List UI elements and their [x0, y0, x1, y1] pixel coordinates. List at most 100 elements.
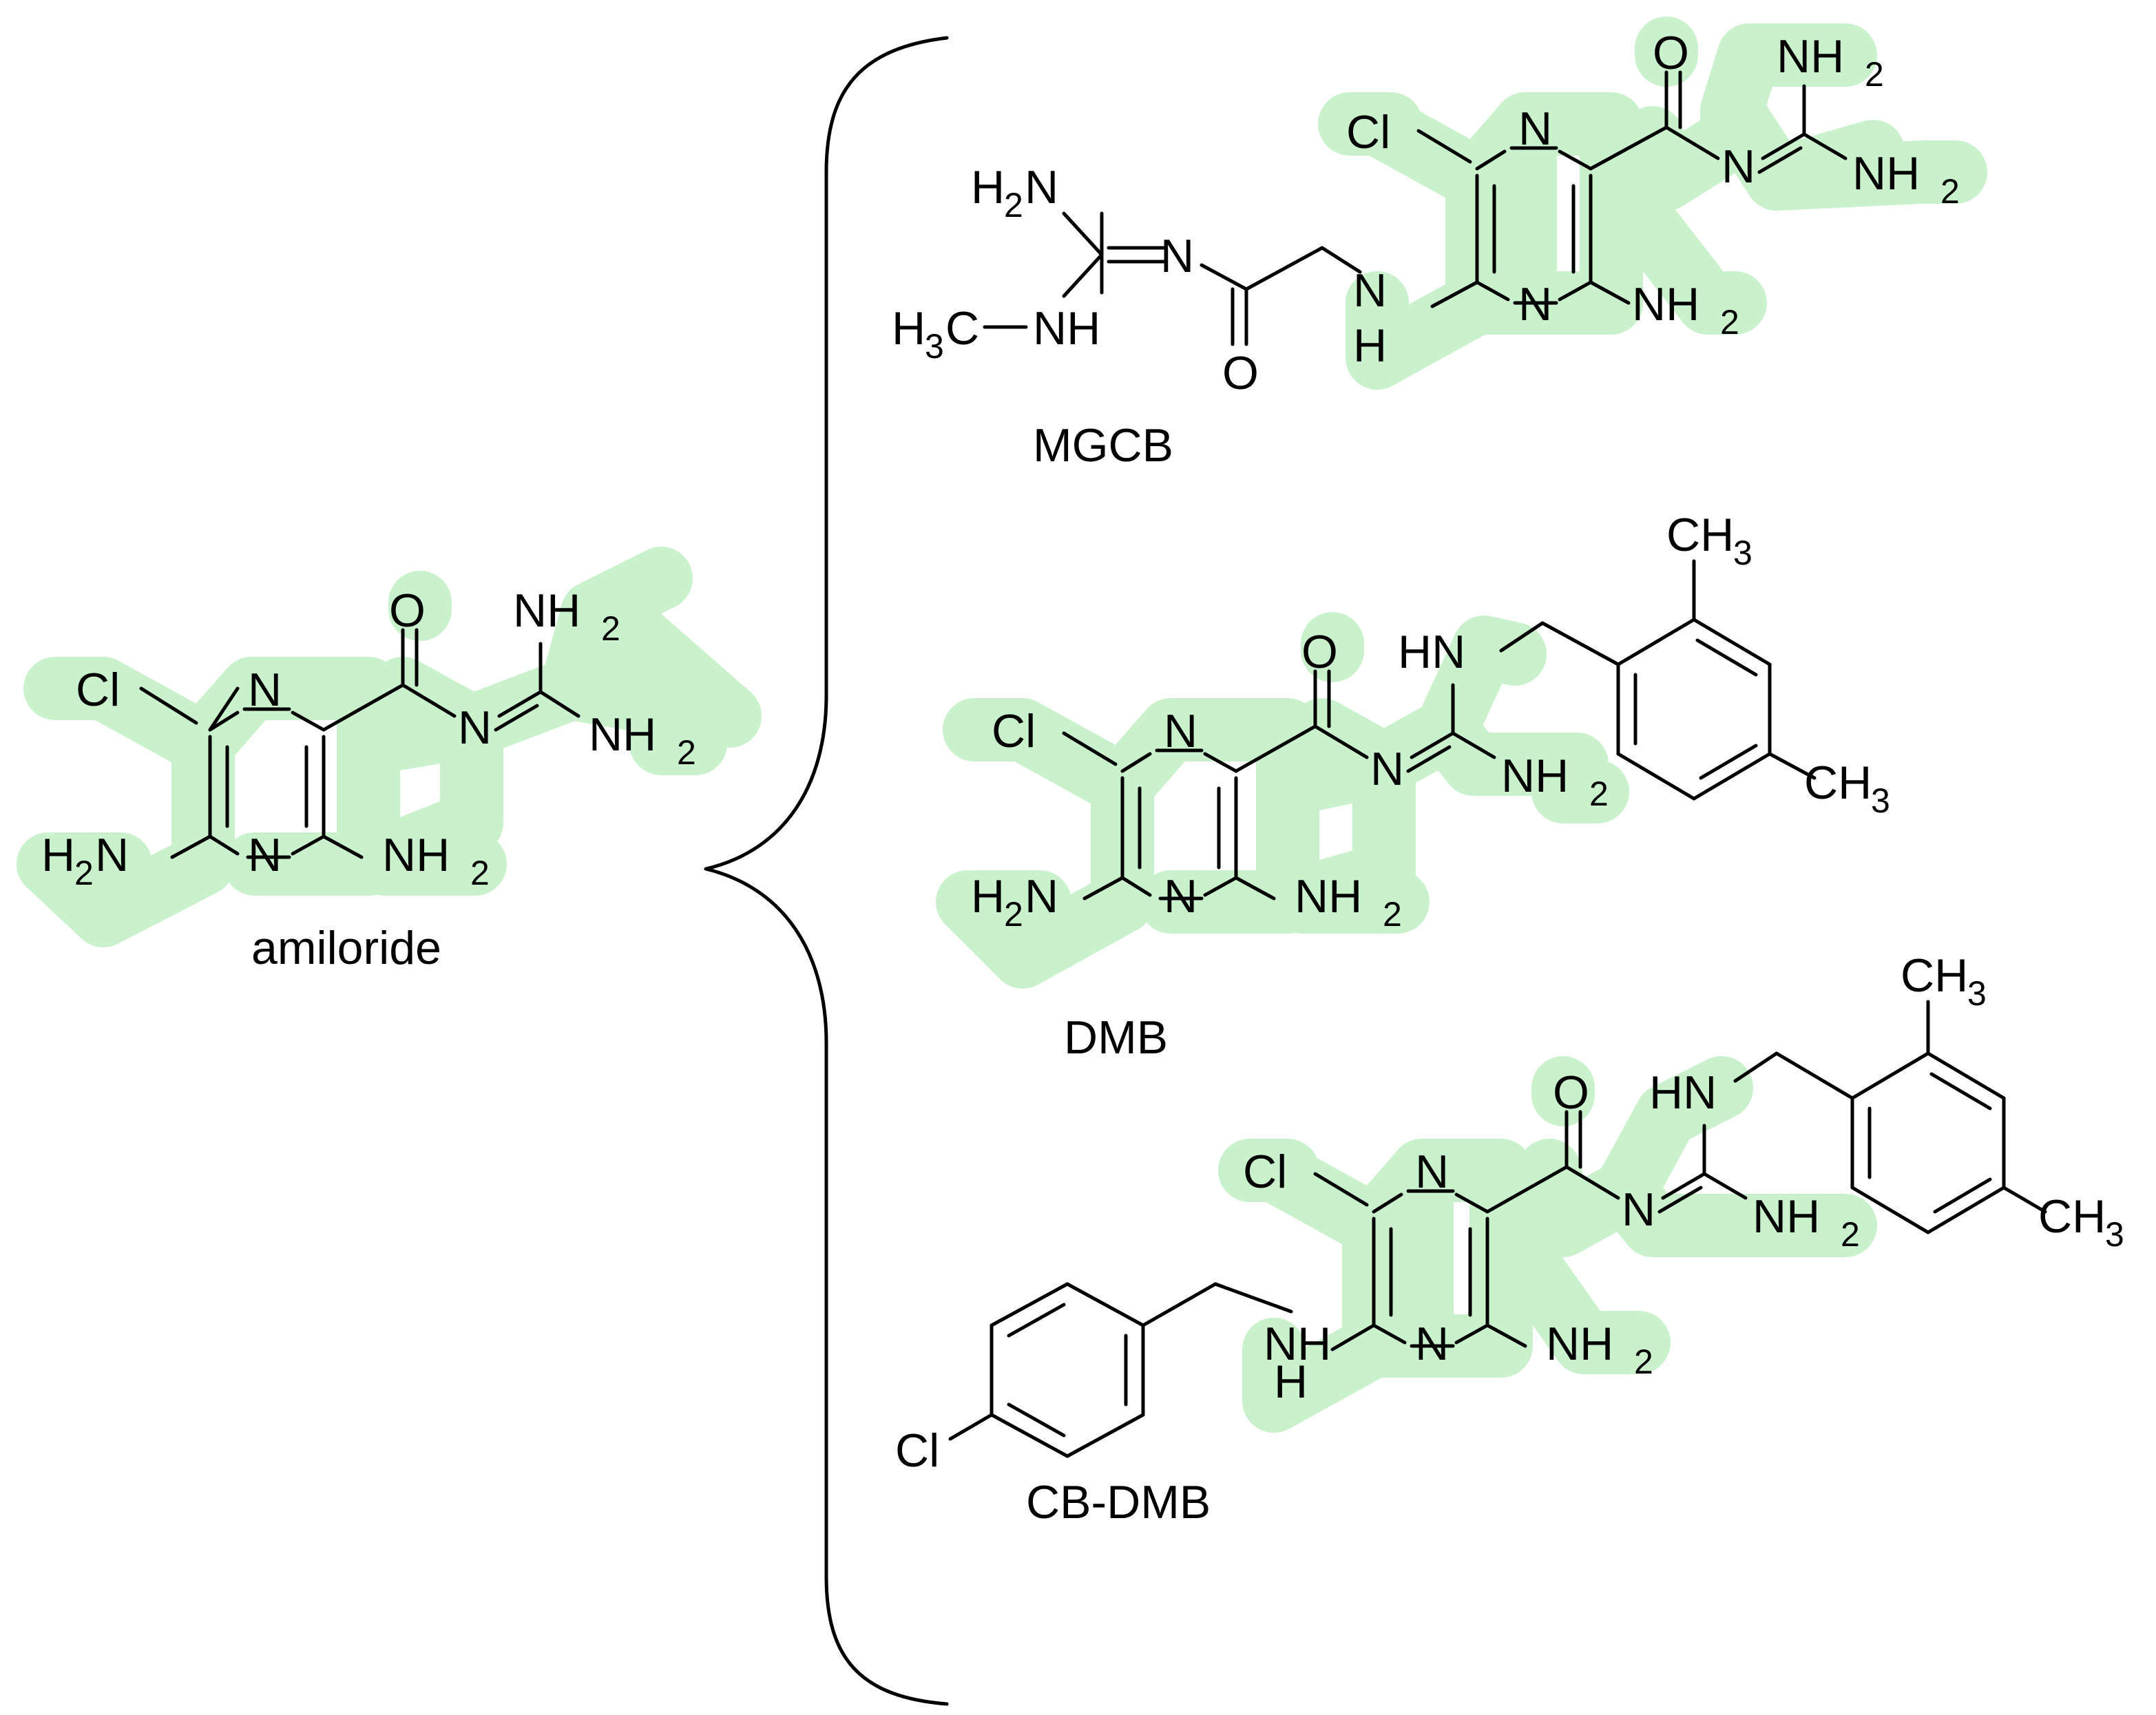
svg-text:C: C	[945, 302, 979, 355]
caption-amiloride: amiloride	[251, 922, 441, 974]
amiloride-nh2-top: NH 2	[513, 585, 620, 648]
amiloride-nh2-bottom: NH 2	[382, 829, 490, 892]
mgcb-nh2-top: NH 2	[1777, 30, 1884, 94]
atom-n: N	[1721, 140, 1755, 193]
cbdmb-bonds	[948, 1000, 2047, 1458]
cbdmb-nh2-bottom: NH 2	[1546, 1318, 1653, 1381]
atom-n: N	[1415, 1318, 1449, 1370]
svg-text:N: N	[1025, 161, 1058, 213]
svg-text:2: 2	[601, 609, 620, 648]
atom-n: N	[1164, 870, 1197, 923]
amiloride-nh2-right: NH 2	[589, 708, 696, 772]
dmb-h2n-left: H 2 N	[971, 870, 1058, 934]
atom-n: N	[1164, 705, 1197, 757]
svg-text:CH: CH	[2038, 1190, 2106, 1243]
svg-text:CH: CH	[1666, 509, 1734, 561]
svg-text:2: 2	[470, 854, 490, 892]
svg-text:2: 2	[1865, 55, 1884, 94]
dmb-nh2-bottom: NH 2	[1295, 870, 1402, 934]
molecule-amiloride: Cl N N O N NH 2 NH 2 H 2 N NH 2 amilorid…	[41, 585, 696, 974]
svg-text:3: 3	[925, 327, 944, 366]
mgcb-bonds	[1100, 70, 1848, 346]
atom-cl: Cl	[992, 705, 1036, 757]
atom-nh: NH	[513, 585, 580, 637]
atom-cl: Cl	[1346, 106, 1390, 158]
atom-n: N	[1353, 264, 1387, 317]
atom-nh: NH	[1033, 302, 1100, 355]
atom-nh: NH	[1295, 870, 1362, 923]
svg-text:CH: CH	[1804, 757, 1872, 809]
caption-mgcb: MGCB	[1033, 419, 1173, 472]
svg-text:2: 2	[1841, 1215, 1860, 1254]
svg-text:2: 2	[1634, 1343, 1653, 1381]
cbdmb-ch3-top: CH 3	[1901, 949, 1987, 1013]
svg-text:3: 3	[1733, 534, 1752, 572]
atom-cl: Cl	[895, 1424, 939, 1477]
atom-nh: NH	[1264, 1318, 1331, 1370]
svg-text:2: 2	[677, 733, 696, 772]
pharmacophore-highlights	[17, 17, 1987, 1433]
mgcb-methylamino: H 3 C NH	[892, 302, 1100, 366]
amiloride-bonds	[139, 628, 580, 859]
atom-n: N	[1370, 743, 1404, 795]
mgcb-nh-linker: N H	[1353, 264, 1387, 372]
atom-n: N	[248, 664, 282, 716]
svg-text:2: 2	[1720, 303, 1739, 341]
atom-n: N	[248, 829, 282, 881]
cbdmb-nh2-right: NH 2	[1752, 1190, 1860, 1254]
atom-n: N	[1160, 230, 1194, 282]
atom-nh: NH	[1546, 1318, 1613, 1370]
atom-cl: Cl	[1243, 1146, 1287, 1198]
dmb-nh2-right: NH 2	[1501, 750, 1609, 813]
dmb-ch3-top: CH 3	[1666, 509, 1752, 572]
svg-text:H: H	[971, 870, 1005, 923]
svg-text:3: 3	[1967, 974, 1987, 1013]
amiloride-h2n-left: H 2 N	[41, 829, 129, 892]
svg-text:2: 2	[1589, 775, 1609, 813]
svg-text:2: 2	[1004, 186, 1023, 224]
grouping-brace	[704, 36, 949, 1706]
atom-h: H	[1353, 319, 1387, 372]
svg-text:H: H	[971, 161, 1005, 213]
highlight-dmb	[936, 612, 1629, 989]
svg-text:CH: CH	[1901, 949, 1968, 1002]
dmb-ch3-right: CH 3	[1804, 757, 1890, 820]
atom-n: N	[458, 702, 492, 754]
atom-n: N	[1415, 1146, 1449, 1198]
atom-nh: NH	[382, 829, 450, 881]
atom-h: H	[1274, 1356, 1308, 1408]
atom-o: O	[1222, 347, 1259, 399]
atom-hn: HN	[1398, 626, 1465, 678]
mgcb-nh2-right: NH 2	[1852, 147, 1960, 211]
atom-nh: NH	[1777, 30, 1844, 83]
svg-text:2: 2	[1004, 895, 1023, 934]
atom-nh: NH	[1501, 750, 1569, 802]
atom-nh: NH	[1852, 147, 1920, 200]
svg-text:3: 3	[1871, 781, 1890, 820]
atom-o: O	[1653, 27, 1689, 79]
caption-cbdmb: CB-DMB	[1026, 1476, 1211, 1528]
atom-cl: Cl	[76, 664, 120, 716]
mgcb-h2n: H 2 N	[971, 161, 1058, 224]
svg-text:2: 2	[1383, 895, 1402, 934]
svg-text:3: 3	[2105, 1215, 2124, 1254]
highlight-amiloride	[17, 547, 762, 947]
svg-text:H: H	[41, 829, 75, 881]
atom-o: O	[1553, 1066, 1589, 1119]
molecule-cbdmb: Cl N N O N HN NH 2 NH 2 NH H CH 3 CH 3 C…	[895, 949, 2124, 1528]
atom-hn: HN	[1649, 1066, 1717, 1119]
svg-text:N: N	[95, 829, 129, 881]
svg-text:2: 2	[74, 854, 94, 892]
atom-nh: NH	[1752, 1190, 1820, 1243]
molecule-dmb: Cl N N O N HN NH 2 H 2 N NH 2 CH 3 CH 3 …	[971, 509, 1890, 1064]
svg-text:2: 2	[1940, 172, 1960, 211]
caption-dmb: DMB	[1064, 1011, 1168, 1064]
atom-n: N	[1622, 1183, 1655, 1236]
atom-o: O	[389, 585, 426, 637]
atom-nh: NH	[1632, 278, 1699, 330]
atom-n: N	[1518, 278, 1552, 330]
dmb-bonds	[1062, 559, 1817, 901]
cbdmb-nh-linker: NH H	[1264, 1318, 1331, 1408]
svg-text:N: N	[1025, 870, 1058, 923]
